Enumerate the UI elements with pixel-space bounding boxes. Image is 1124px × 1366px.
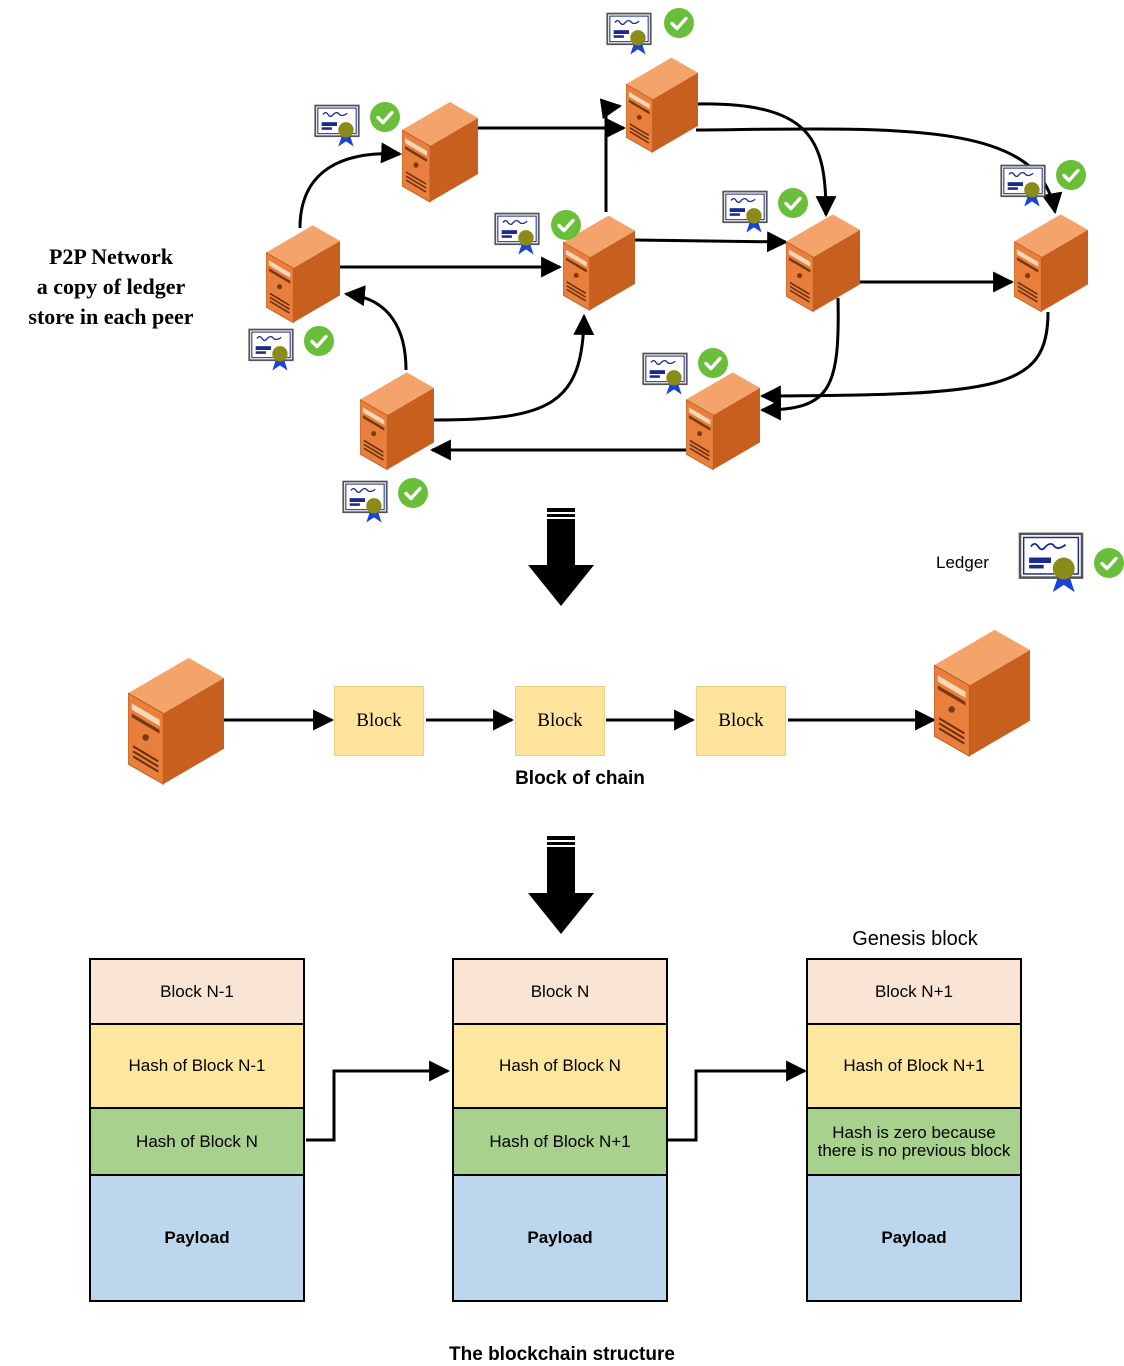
checkmark-icon bbox=[1094, 548, 1124, 578]
chain-caption: Block of chain bbox=[515, 768, 645, 789]
certificate-icon bbox=[606, 12, 652, 56]
link-g-d bbox=[433, 313, 595, 422]
checkmark-icon bbox=[370, 102, 400, 132]
checkmark-icon bbox=[551, 210, 581, 240]
certificate-icon bbox=[248, 328, 294, 372]
certificate-icon bbox=[1016, 532, 1086, 594]
block-header: Block N+1 bbox=[806, 958, 1022, 1025]
p2p-network-title: P2P Network a copy of ledger store in ea… bbox=[4, 242, 218, 332]
server-icon bbox=[266, 224, 340, 324]
certificate-icon bbox=[1000, 164, 1046, 208]
chain-block: Block bbox=[515, 686, 605, 756]
block-prev-hash: Hash is zero because there is no previou… bbox=[806, 1107, 1022, 1176]
link-d-c bbox=[599, 98, 623, 212]
link-c-e bbox=[695, 102, 837, 218]
certificate-icon bbox=[314, 104, 360, 148]
block-prev-hash: Hash of Block N+1 bbox=[452, 1107, 668, 1176]
server-icon bbox=[128, 656, 224, 786]
server-icon bbox=[402, 100, 478, 204]
link-g-a bbox=[343, 285, 408, 371]
block-payload: Payload bbox=[89, 1174, 305, 1302]
p2p-title-line-1: P2P Network bbox=[48, 244, 174, 269]
block-header: Block N-1 bbox=[89, 958, 305, 1025]
link-d-e bbox=[633, 231, 789, 253]
structure-caption: The blockchain structure bbox=[449, 1344, 675, 1365]
checkmark-icon bbox=[1056, 160, 1086, 190]
server-icon bbox=[360, 370, 434, 472]
block-prev-hash: Hash of Block N bbox=[89, 1107, 305, 1176]
p2p-title-line-3: store in each peer bbox=[28, 304, 194, 329]
block-payload: Payload bbox=[452, 1174, 668, 1302]
block-payload: Payload bbox=[806, 1174, 1022, 1302]
down-arrow-icon bbox=[526, 836, 596, 936]
checkmark-icon bbox=[778, 188, 808, 218]
checkmark-icon bbox=[398, 478, 428, 508]
server-icon bbox=[1014, 212, 1088, 314]
ledger-label: Ledger bbox=[936, 553, 989, 572]
server-icon bbox=[786, 212, 860, 314]
down-arrow-icon bbox=[526, 508, 596, 608]
link-f-h bbox=[759, 311, 1050, 407]
server-icon bbox=[626, 54, 698, 156]
block-hash: Hash of Block N bbox=[452, 1023, 668, 1109]
chain-block: Block bbox=[334, 686, 424, 756]
genesis-block-label: Genesis block bbox=[852, 928, 978, 950]
structure-link-1 bbox=[306, 1060, 451, 1142]
link-a-b bbox=[298, 142, 403, 229]
server-icon bbox=[934, 628, 1030, 758]
checkmark-icon bbox=[664, 8, 694, 38]
certificate-icon bbox=[722, 190, 768, 234]
chain-block: Block bbox=[696, 686, 786, 756]
certificate-icon bbox=[342, 480, 388, 524]
certificate-icon bbox=[642, 352, 688, 396]
p2p-title-line-2: a copy of ledger bbox=[36, 274, 186, 299]
block-hash: Hash of Block N-1 bbox=[89, 1023, 305, 1109]
link-e-h bbox=[759, 297, 840, 421]
server-icon bbox=[686, 370, 760, 472]
checkmark-icon bbox=[698, 348, 728, 378]
block-header: Block N bbox=[452, 958, 668, 1025]
structure-link-2 bbox=[668, 1060, 808, 1142]
block-hash: Hash of Block N+1 bbox=[806, 1023, 1022, 1109]
certificate-icon bbox=[494, 212, 540, 256]
checkmark-icon bbox=[304, 326, 334, 356]
